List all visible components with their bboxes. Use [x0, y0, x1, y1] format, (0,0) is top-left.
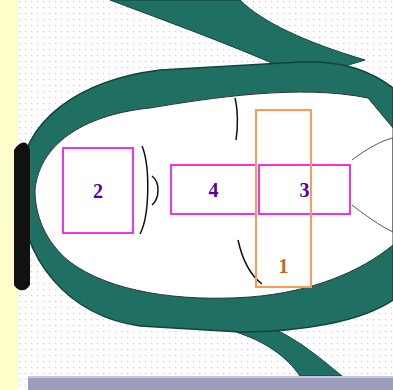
- inner-cavity: [35, 92, 393, 298]
- bottom-bar: [28, 376, 393, 390]
- region-number: 3: [300, 180, 310, 200]
- region-box: 3: [258, 164, 351, 215]
- curve-mark: [152, 176, 158, 205]
- region-box: 2: [62, 147, 134, 234]
- curve-mark: [235, 98, 237, 140]
- region-box: 4: [170, 164, 257, 215]
- region-box: 1: [255, 109, 312, 288]
- curve-mark: [238, 240, 262, 284]
- dark-edge: [14, 143, 30, 291]
- right-structure: [352, 138, 393, 232]
- region-number: 2: [93, 181, 103, 201]
- outer-outline: [20, 62, 393, 332]
- region-number: 4: [209, 180, 219, 200]
- curve-mark: [140, 146, 148, 234]
- region-number: 1: [279, 256, 289, 276]
- bottom-bar-edge: [28, 376, 393, 378]
